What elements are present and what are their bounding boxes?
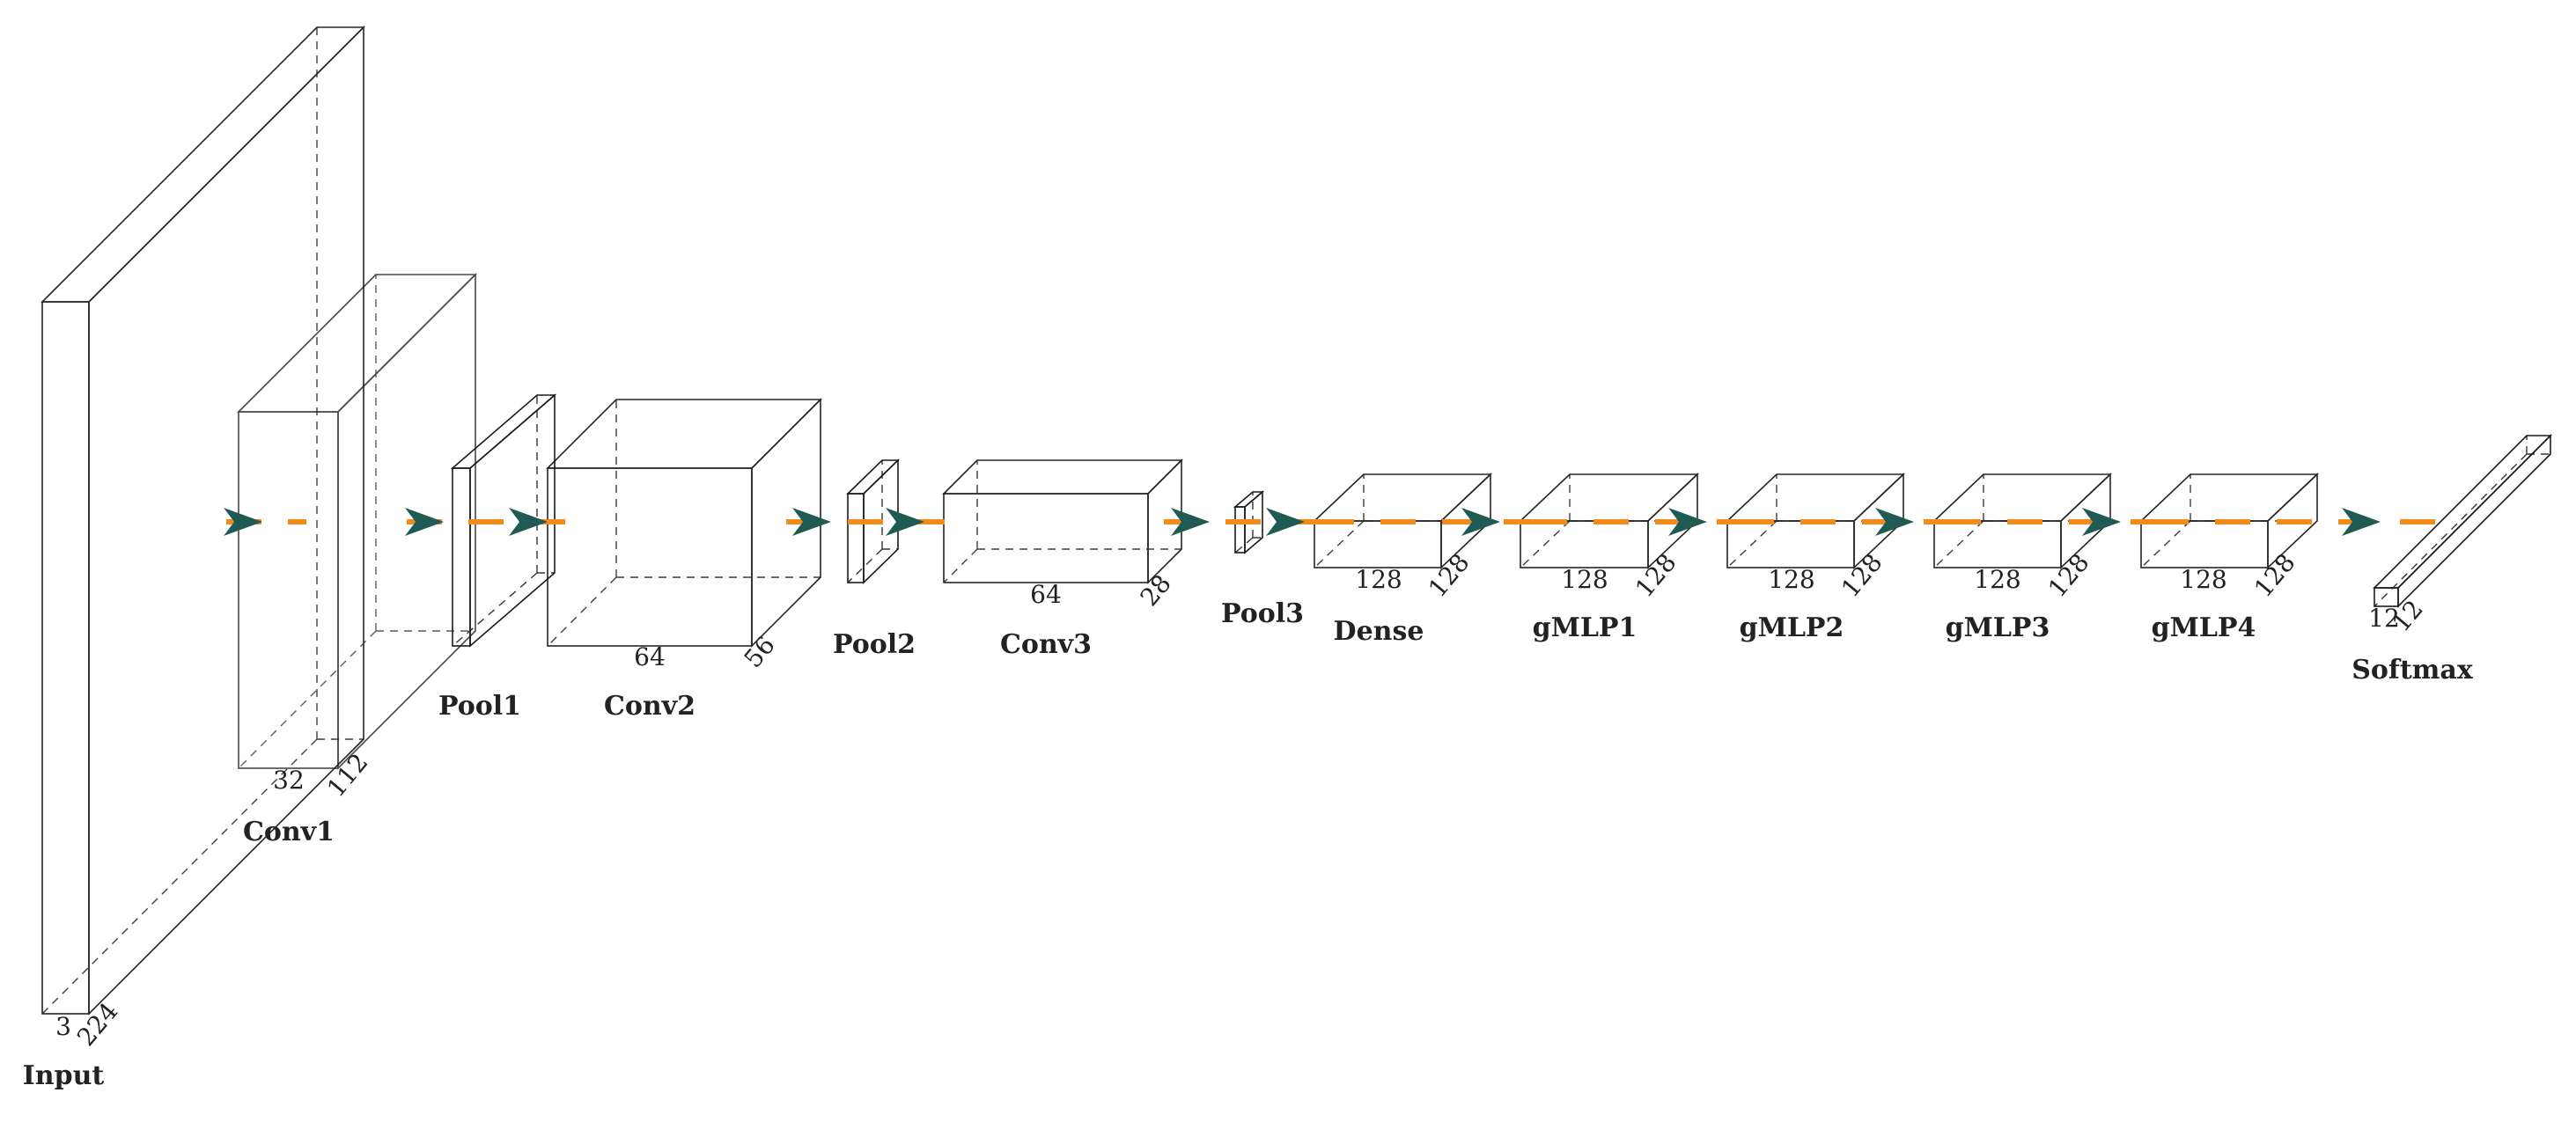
top-face [546, 399, 822, 469]
layer-label-gmlp1: gMLP1 [1533, 612, 1638, 643]
layer-box-pool1 [450, 393, 557, 648]
dim-label-width: 128 [1974, 565, 2020, 594]
front-face [2374, 587, 2399, 607]
layer-label-dense: Dense [1334, 616, 1424, 647]
dim-label-depth: 128 [1836, 548, 1888, 603]
arrowhead-icon [1875, 508, 1914, 536]
front-face [943, 493, 1149, 583]
top-face [2373, 435, 2552, 589]
arrowhead-icon [2342, 508, 2381, 536]
arrowhead-icon [405, 508, 444, 536]
top-face [1932, 473, 2113, 522]
top-face [846, 459, 900, 495]
layer-label-conv1: Conv1 [243, 817, 335, 847]
layer-box-conv3 [942, 458, 1183, 584]
top-face [1725, 473, 1906, 522]
dim-label-width: 64 [634, 642, 666, 671]
dim-label-width: 12 [2368, 604, 2400, 633]
dim-label-width: 32 [273, 766, 305, 795]
top-face [40, 26, 365, 303]
layer-label-pool1: Pool1 [438, 691, 521, 722]
dim-label-depth: 112 [321, 748, 374, 803]
layer-label-pool2: Pool2 [833, 629, 916, 660]
layer-box-input [40, 26, 365, 1016]
hidden-edges [452, 395, 555, 647]
hidden-edges [943, 460, 1181, 583]
layer-label-gmlp3: gMLP3 [1946, 612, 2050, 643]
layer-label-gmlp4: gMLP4 [2152, 612, 2256, 643]
arrowhead-icon [2082, 508, 2121, 536]
connections [224, 508, 2452, 536]
dim-label-depth: 224 [71, 997, 124, 1052]
layer-label-pool3: Pool3 [1221, 598, 1304, 629]
dim-label-depth: 128 [1630, 548, 1682, 603]
arrowhead-icon [1668, 508, 1707, 536]
arrowhead-icon [1461, 508, 1500, 536]
layer-box-softmax [2373, 434, 2552, 608]
dim-label-width: 128 [1768, 565, 1814, 594]
front-face [1234, 506, 1246, 554]
top-face [942, 459, 1183, 495]
front-face [2140, 520, 2269, 568]
layer-boxes [40, 26, 2552, 1016]
front-face [547, 467, 753, 647]
dim-label-width: 128 [1355, 565, 1402, 594]
hidden-edges [2374, 436, 2550, 607]
dim-label-depth: 56 [739, 631, 781, 674]
layer-label-conv3: Conv3 [1000, 629, 1092, 660]
arrowhead-icon [792, 508, 831, 536]
top-face [1312, 473, 1493, 522]
front-face [41, 301, 90, 1015]
front-face [1314, 520, 1442, 568]
layer-label-conv2: Conv2 [604, 691, 696, 722]
layer-box-pool2 [846, 458, 900, 584]
front-face [1520, 520, 1649, 568]
dim-label-width: 64 [1030, 580, 1062, 609]
top-face [1233, 491, 1265, 508]
front-face [1726, 520, 1855, 568]
top-face [2138, 473, 2320, 522]
dim-label-width: 128 [1561, 565, 1608, 594]
hidden-edges [547, 400, 821, 647]
dim-label-depth: 128 [2248, 548, 2301, 603]
dim-label-depth: 128 [1423, 548, 1476, 603]
arrowhead-icon [1171, 508, 1210, 536]
top-face [1518, 473, 1700, 522]
front-face [238, 411, 339, 769]
front-face [847, 493, 865, 583]
layer-label-gmlp2: gMLP2 [1740, 612, 1844, 643]
layer-label-input: Input [23, 1060, 105, 1091]
dim-label-width: 3 [55, 1012, 71, 1041]
top-face [450, 394, 557, 469]
hidden-edges [1234, 492, 1262, 554]
layer-box-conv2 [546, 398, 822, 648]
hidden-edges [41, 27, 364, 1015]
dim-label-width: 128 [2180, 565, 2226, 594]
front-face [452, 467, 471, 647]
dim-label-depth: 128 [2042, 548, 2095, 603]
arrowhead-icon [1266, 508, 1305, 536]
front-face [1933, 520, 2062, 568]
arrowhead-icon [886, 508, 924, 536]
top-face [237, 274, 477, 413]
arrowhead-icon [224, 508, 262, 536]
hidden-edges [238, 275, 475, 769]
dim-label-depth: 28 [1135, 569, 1177, 612]
layer-box-pool3 [1233, 490, 1265, 554]
layer-label-softmax: Softmax [2352, 655, 2474, 686]
arrowhead-icon [509, 508, 548, 536]
layer-box-conv1 [237, 273, 477, 770]
